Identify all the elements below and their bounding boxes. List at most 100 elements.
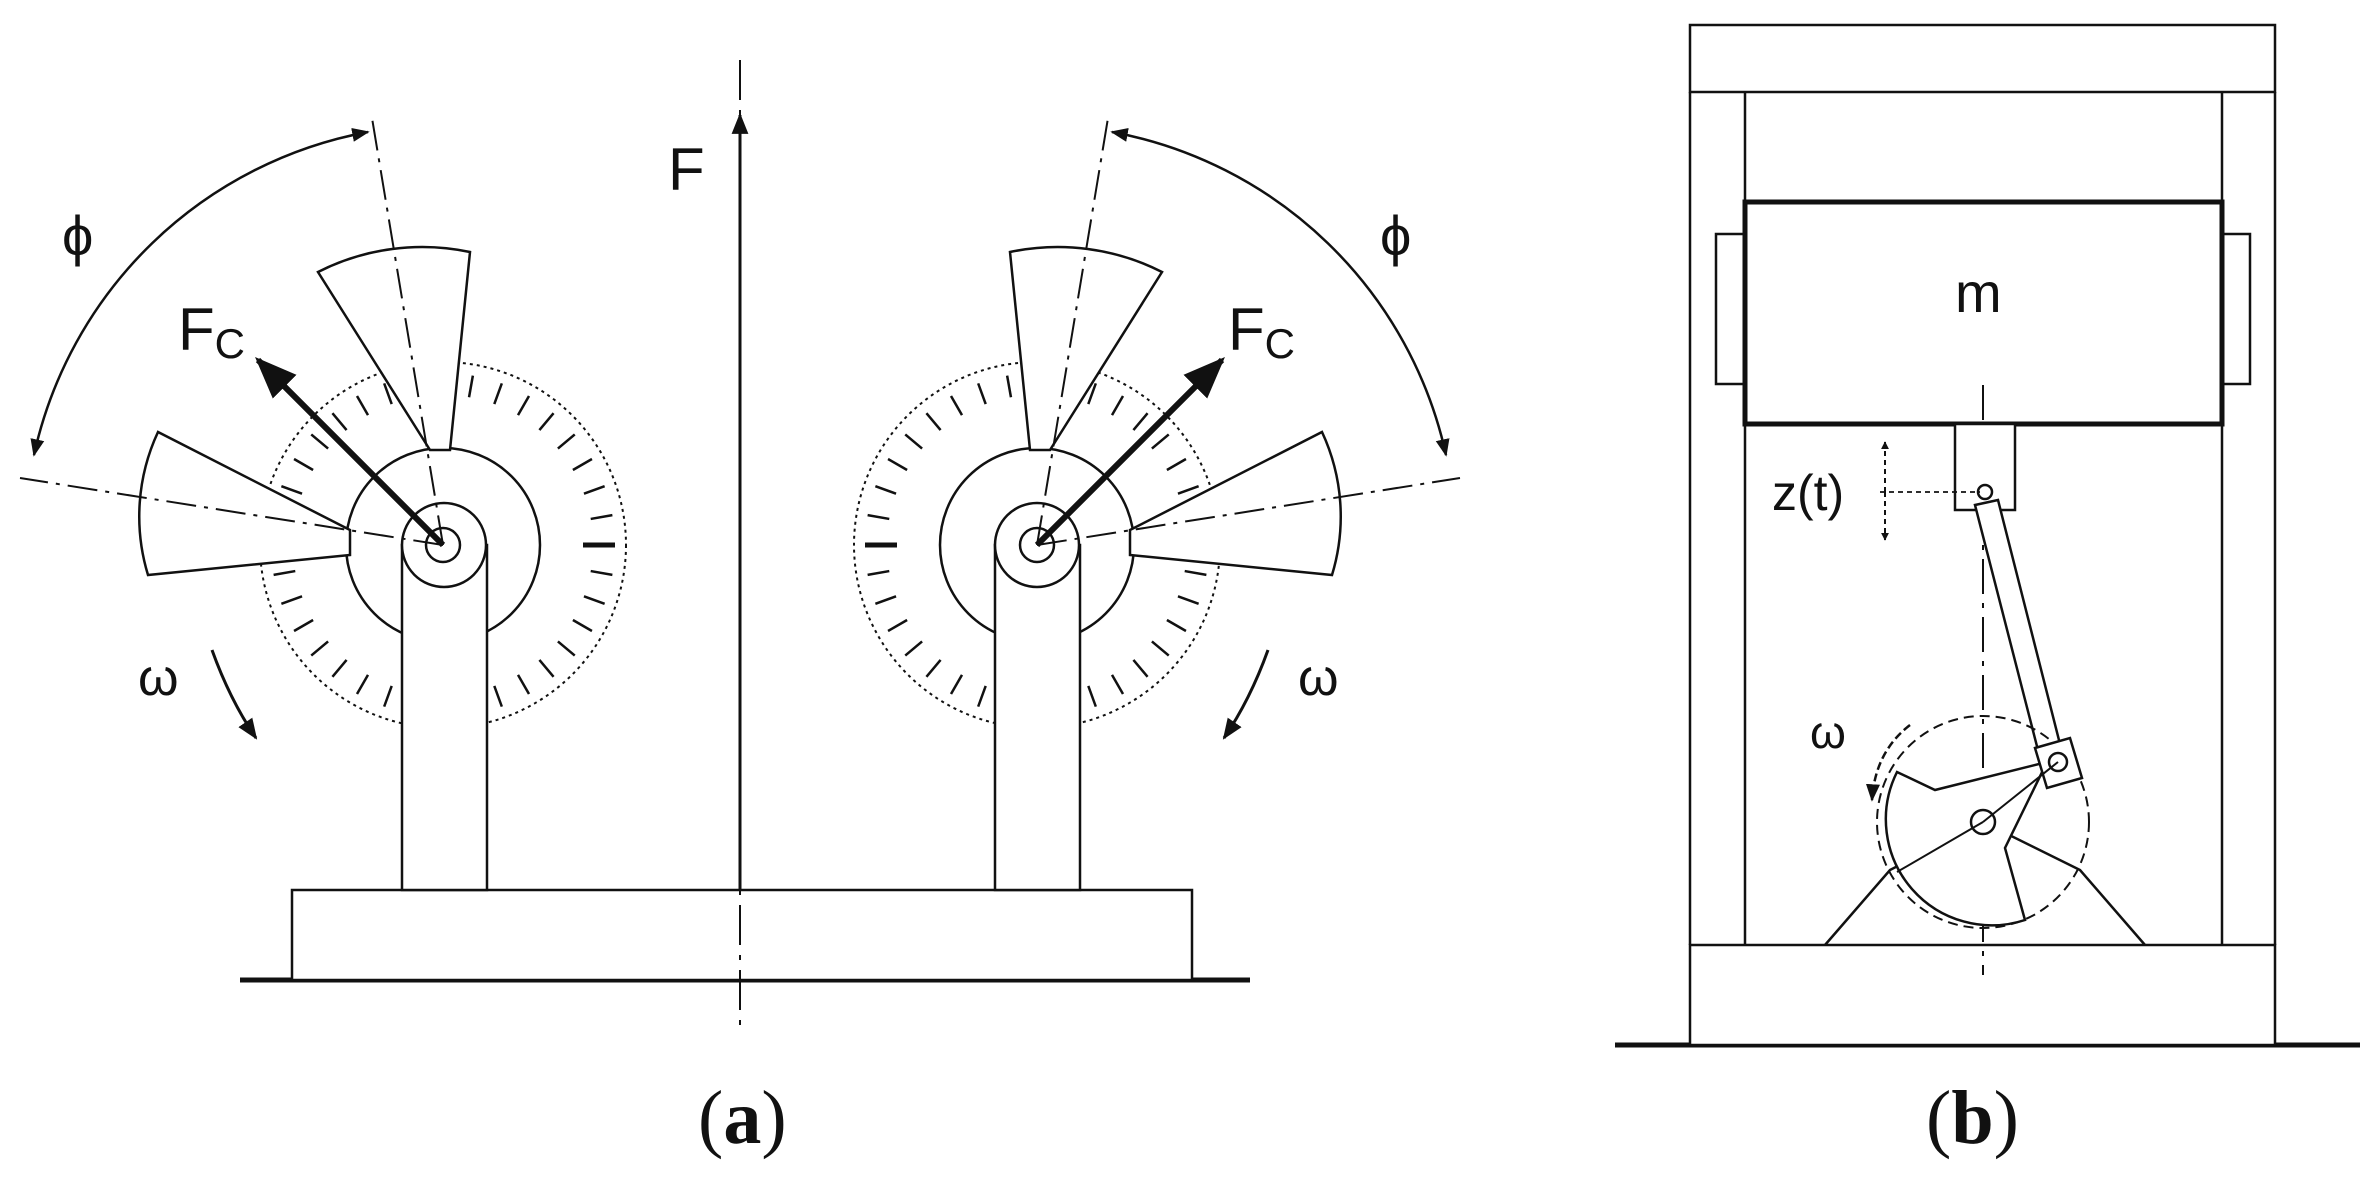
right-disc-tick (904, 640, 923, 657)
right-disc-tick (1177, 595, 1200, 606)
crank-omega-label: ω (1810, 706, 1846, 758)
left-disc-tick (280, 595, 303, 606)
panel-a (19, 60, 1461, 1030)
left-disc-tick (310, 640, 329, 657)
right-disc-tick (1166, 457, 1187, 472)
mass-label: m (1955, 261, 2002, 324)
right-disc-tick (867, 513, 890, 521)
left-disc-tick (467, 375, 475, 398)
left-disc-tick (331, 659, 348, 678)
force-label: F (668, 136, 705, 203)
left-disc-tick (583, 484, 606, 495)
base-plate (290, 888, 1194, 982)
right-disc-tick (1087, 685, 1098, 708)
right-centrifugal-label: FC (1228, 296, 1295, 367)
right-angle-label: ϕ (1380, 204, 1411, 267)
caption-b-open: ( (1926, 1076, 1952, 1160)
caption-a-letter: a (723, 1076, 762, 1160)
right-pedestal (993, 543, 1082, 892)
left-disc-tick (516, 395, 531, 416)
left-disc-tick (382, 685, 393, 708)
right-guide (2218, 232, 2252, 386)
left-disc-tick (590, 569, 613, 577)
right-disc-tick (1005, 375, 1013, 398)
left-disc-tick (557, 640, 576, 657)
right-disc-tick (874, 595, 897, 606)
right-ref-line-upper (1036, 117, 1109, 546)
left-disc-tick (557, 433, 576, 450)
panel-b (1615, 23, 2360, 1048)
right-rotation-arrow (1222, 649, 1270, 740)
crank-disc (1884, 760, 2050, 927)
left-disc-tick (583, 595, 606, 606)
crank-diameter-line (1896, 821, 1984, 873)
left-disc-tick (572, 618, 593, 633)
left-disc-tick (493, 685, 504, 708)
right-disc-tick (887, 457, 908, 472)
right-disc-tick (1110, 674, 1125, 695)
right-disc-tick (1110, 395, 1125, 416)
right-disc-tick (1151, 433, 1170, 450)
left-disc-tick (516, 674, 531, 695)
left-disc-tick (293, 618, 314, 633)
right-fan-weight-upper (1008, 245, 1164, 452)
right-disc-tick (1177, 484, 1200, 495)
left-disc-tick (538, 659, 555, 678)
left-disc-tick (355, 674, 370, 695)
crank-arm-line (1982, 761, 2059, 823)
crank-rotation-arrow (1866, 724, 1911, 802)
right-ref-line-lower (1036, 477, 1461, 546)
right-disc-tick (1132, 412, 1149, 431)
connecting-rod (1973, 498, 2064, 760)
right-centrifugal-arrow (1034, 357, 1225, 548)
right-disc-tick (976, 685, 987, 708)
left-fan-weight-upper (316, 245, 472, 452)
left-disc-tick (572, 457, 593, 472)
rod-bracket (1953, 422, 2017, 512)
left-disc-tick (293, 457, 314, 472)
left-disc-tick (355, 395, 370, 416)
left-exciter (19, 117, 627, 892)
left-disc-tick (310, 433, 329, 450)
left-guide (1714, 232, 1748, 386)
left-ref-line-upper (371, 117, 444, 546)
right-fan-weight-lower (1128, 430, 1342, 577)
right-omega-label: ω (1298, 649, 1339, 707)
right-disc-tick (1087, 382, 1098, 405)
right-disc-tick (1151, 640, 1170, 657)
left-pedestal (400, 543, 489, 892)
right-disc-tick (904, 433, 923, 450)
caption-b-close: ) (1993, 1076, 2019, 1160)
displacement-label: z(t) (1772, 465, 1844, 521)
left-centrifugal-arrow (255, 357, 446, 548)
left-disc-tick (280, 484, 303, 495)
panel-a-labels: F FC FC ϕ ϕ ω ω (62, 136, 1411, 707)
caption-a-open: ( (698, 1076, 724, 1160)
left-disc-tick (273, 569, 296, 577)
right-disc-tick (887, 618, 908, 633)
left-fan-weight-lower (138, 430, 352, 577)
right-disc-tick (976, 382, 987, 405)
caption-a-close: ) (761, 1076, 787, 1160)
frame-bottom-beam (1688, 943, 2277, 1047)
left-ref-line-lower (19, 477, 444, 546)
frame-top-beam (1688, 23, 2277, 94)
left-disc-tick (590, 513, 613, 521)
right-disc-tick (1166, 618, 1187, 633)
left-disc-tick (493, 382, 504, 405)
left-disc-tick (331, 412, 348, 431)
right-disc-tick (949, 395, 964, 416)
right-disc-tick (925, 412, 942, 431)
left-centrifugal-label: FC (178, 296, 245, 367)
right-exciter (853, 117, 1461, 892)
panel-b-labels: m z(t) ω (1772, 261, 2002, 758)
caption-b-letter: b (1951, 1076, 1994, 1160)
left-angle-label: ϕ (62, 204, 93, 267)
right-disc-tick (1184, 569, 1207, 577)
left-omega-label: ω (138, 649, 179, 707)
caption-a: (a) (698, 1075, 787, 1162)
right-disc-tick (925, 659, 942, 678)
crank-path-circle (1876, 715, 2090, 929)
rod-top-pin (1976, 483, 1994, 501)
left-disc-tick (382, 382, 393, 405)
